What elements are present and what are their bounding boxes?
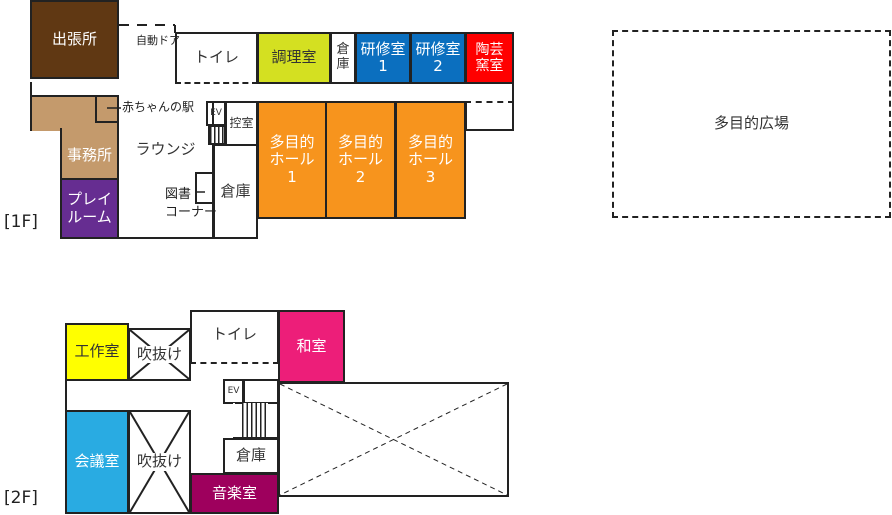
label: 吹抜け bbox=[136, 452, 182, 471]
room-playroom: プレイ ルーム bbox=[60, 178, 119, 239]
stair-treads bbox=[242, 403, 268, 437]
label: 事務所 bbox=[66, 146, 112, 165]
room-meeting: 会議室 bbox=[65, 410, 129, 514]
room-workshop: 工作室 bbox=[65, 323, 129, 381]
label: 会議室 bbox=[74, 452, 120, 471]
label: 工作室 bbox=[74, 342, 120, 361]
auto-door-label: 自動ドア bbox=[136, 34, 180, 47]
label: 研修室 2 bbox=[415, 39, 461, 75]
label: プレイ ルーム bbox=[66, 190, 112, 226]
room-cooking: 調理室 bbox=[257, 32, 331, 84]
right-corridor-extension bbox=[465, 101, 514, 131]
label: 倉庫 bbox=[220, 181, 251, 200]
room-hall-3: 多目的 ホール 3 bbox=[395, 101, 466, 219]
corridor-2f bbox=[65, 378, 225, 412]
label: 倉庫 bbox=[235, 446, 266, 465]
floor-label-2f: [2F] bbox=[4, 488, 38, 508]
label: 陶芸 窯室 bbox=[475, 41, 504, 74]
room-training-2: 研修室 2 bbox=[410, 32, 466, 84]
label: 多目的 ホール 1 bbox=[269, 133, 315, 186]
label: 調理室 bbox=[271, 48, 317, 67]
label: 控室 bbox=[229, 115, 254, 130]
room-hall-1: 多目的 ホール 1 bbox=[257, 101, 327, 219]
label: 多目的広場 bbox=[713, 114, 789, 133]
label: 吹抜け bbox=[136, 344, 182, 364]
multipurpose-plaza: 多目的広場 bbox=[612, 30, 891, 218]
void-2: 吹抜け bbox=[128, 410, 191, 514]
label: 研修室 1 bbox=[360, 39, 406, 75]
library-corner-label: 図書 コーナー bbox=[165, 187, 218, 221]
room-branch-office: 出張所 bbox=[30, 0, 119, 79]
open-area-cross bbox=[279, 383, 508, 496]
label: 音楽室 bbox=[211, 483, 257, 502]
label: EV bbox=[227, 386, 240, 397]
stairs-2f bbox=[233, 403, 279, 439]
label: ラウンジ bbox=[135, 140, 196, 158]
room-music: 音楽室 bbox=[190, 473, 279, 514]
label: トイレ bbox=[193, 48, 239, 67]
leader-lines bbox=[107, 107, 205, 193]
label: 出張所 bbox=[51, 29, 97, 48]
label: トイレ bbox=[211, 325, 257, 343]
label: 和室 bbox=[296, 336, 327, 355]
room-pottery: 陶芸 窯室 bbox=[465, 32, 514, 84]
room-hall-2: 多目的 ホール 2 bbox=[325, 101, 396, 219]
label: 多目的 ホール 2 bbox=[337, 133, 383, 186]
open-area-2f bbox=[278, 382, 509, 497]
label: EV bbox=[210, 108, 222, 119]
void-1: 吹抜け bbox=[128, 328, 191, 381]
baby-station-label: 赤ちゃんの駅 bbox=[122, 100, 195, 114]
floor-label-1f: [1F] bbox=[4, 212, 38, 232]
label: 倉 庫 bbox=[336, 42, 350, 72]
room-training-1: 研修室 1 bbox=[355, 32, 411, 84]
label: 多目的 ホール 3 bbox=[407, 133, 453, 186]
corridor-1f bbox=[30, 82, 514, 102]
